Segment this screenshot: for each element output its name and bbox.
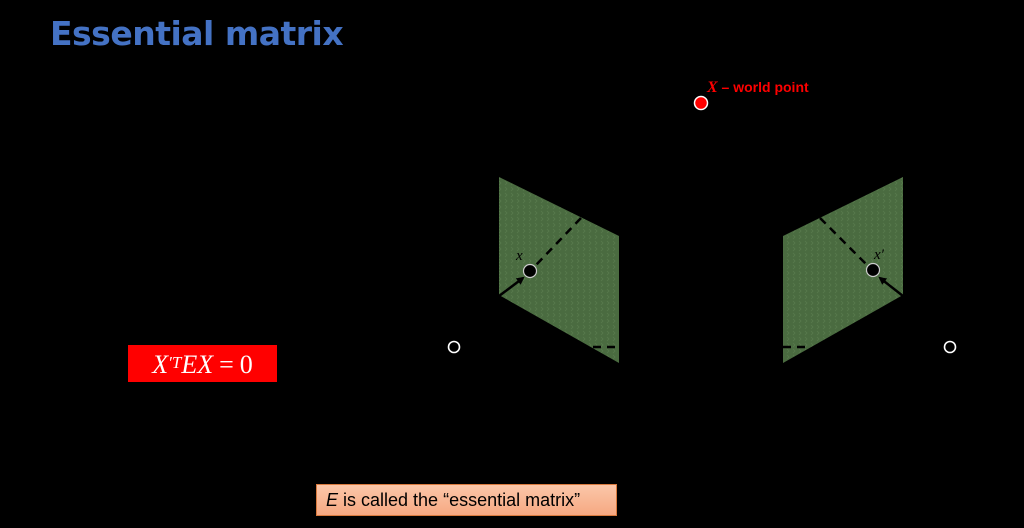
equation-middle: EX xyxy=(181,349,214,379)
left-ray-arrow xyxy=(498,276,525,297)
caption-text: is called the “essential matrix” xyxy=(343,489,581,510)
camera-center-left-icon xyxy=(447,340,461,354)
left-ray-dashed xyxy=(535,217,582,266)
world-point-icon xyxy=(693,95,709,111)
camera-center-right-icon xyxy=(943,340,957,354)
slide-title: Essential matrix xyxy=(50,14,344,53)
right-image-point xyxy=(865,262,881,278)
caption-symbol: E xyxy=(326,489,339,510)
left-image-plane: x xyxy=(498,177,619,363)
world-point-symbol: X xyxy=(707,79,718,96)
world-point-label: X – world point xyxy=(707,79,809,97)
left-image-point xyxy=(522,263,538,279)
equation-lhs-base: X xyxy=(152,349,169,379)
world-point-text: – world point xyxy=(717,79,809,95)
equation-rhs: 0 xyxy=(239,349,253,379)
equation-operator: = xyxy=(219,349,234,379)
right-ray-arrow xyxy=(878,276,904,297)
right-image-point-label: x′ xyxy=(873,247,885,263)
left-image-point-label: x xyxy=(515,248,523,264)
right-ray-dashed xyxy=(819,217,867,265)
right-image-plane: x′ xyxy=(783,177,904,363)
equation-lhs-superscript: ′T xyxy=(168,352,182,372)
